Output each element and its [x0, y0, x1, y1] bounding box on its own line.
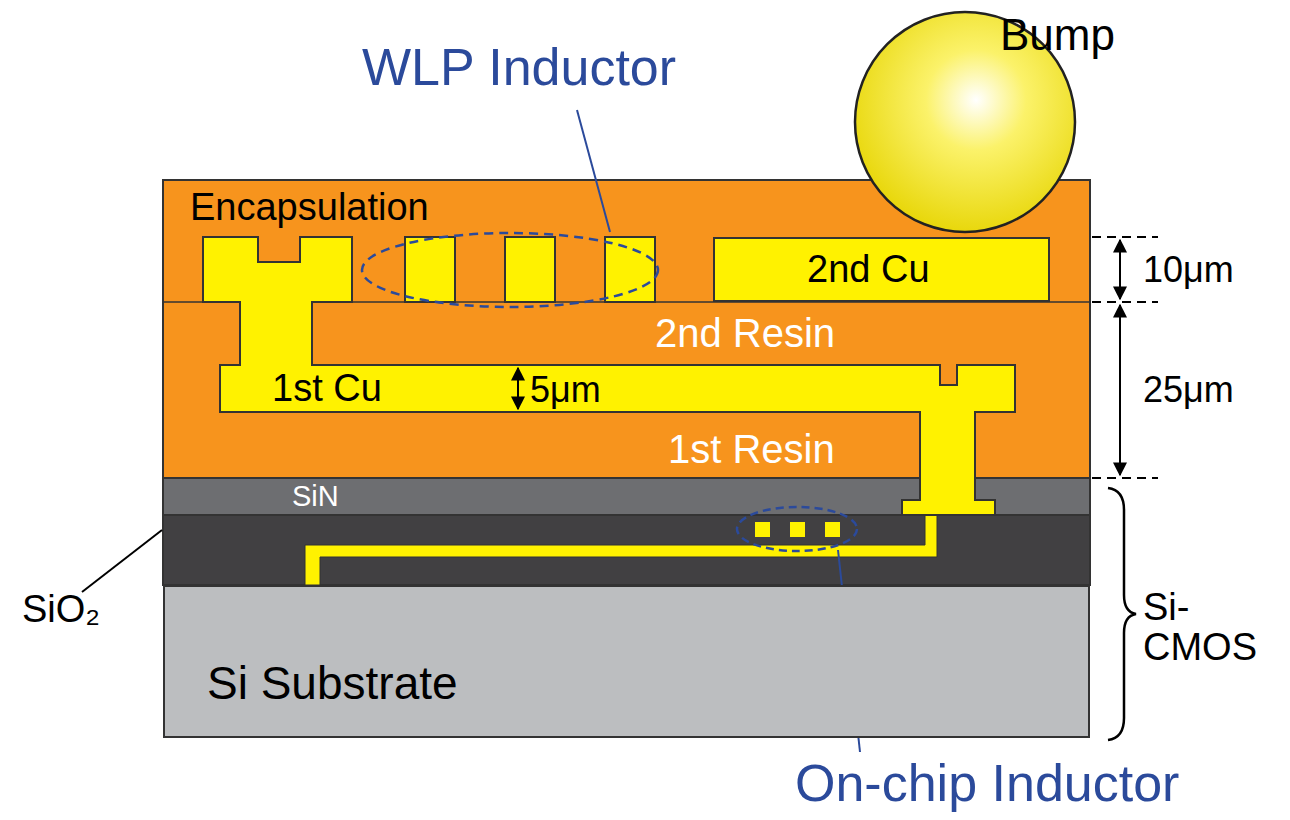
- brace: [1108, 488, 1136, 740]
- layer-label: SiN: [292, 481, 339, 511]
- leader-line: [82, 530, 162, 592]
- dimension-arrow: [1119, 305, 1121, 475]
- dimension-extension: [1092, 477, 1158, 479]
- copper-redistribution: [203, 237, 1015, 515]
- layer-label: SiO₂: [22, 590, 100, 630]
- wlp-inductor-turn: [405, 237, 455, 302]
- substrate-band: Si Substrate: [163, 585, 1090, 738]
- dimension-label: 5μm: [530, 371, 601, 409]
- leader-line: [577, 110, 610, 232]
- on-chip-metal: [305, 515, 937, 585]
- layer-label: Encapsulation: [190, 188, 429, 228]
- node-text: 1st Cu: [272, 369, 382, 409]
- sio2-layer: [163, 515, 1090, 585]
- highlight-ellipse: [362, 233, 658, 307]
- dimension-extension: [1092, 236, 1158, 238]
- wlp-inductor-turn: [505, 237, 555, 302]
- layer-label: 1st Resin: [668, 428, 835, 470]
- on-chip-inductor-turn: [790, 522, 805, 537]
- callout-label: WLP Inductor: [362, 40, 676, 95]
- dimension-label: 25μm: [1143, 371, 1234, 409]
- callout-label: On-chip Inductor: [795, 756, 1179, 811]
- dimension-arrow: [1119, 240, 1121, 299]
- copper-pad: 2nd Cu: [713, 237, 1050, 302]
- copper-trace: 1st Cu: [220, 365, 1015, 412]
- part-label: Bump: [1000, 12, 1115, 58]
- on-chip-inductor-turn: [755, 522, 770, 537]
- on-chip-inductor-turn: [825, 522, 840, 537]
- dimension-label: 10μm: [1143, 251, 1234, 289]
- dimension-extension: [1092, 301, 1158, 303]
- layer-label: Si-CMOS: [1143, 588, 1268, 668]
- node-text: 2nd Cu: [807, 250, 930, 290]
- layer-label: 2nd Resin: [655, 312, 835, 354]
- dimension-arrow: [517, 368, 519, 409]
- node-text: Si Substrate: [207, 659, 458, 707]
- highlight-ellipse: [737, 507, 857, 551]
